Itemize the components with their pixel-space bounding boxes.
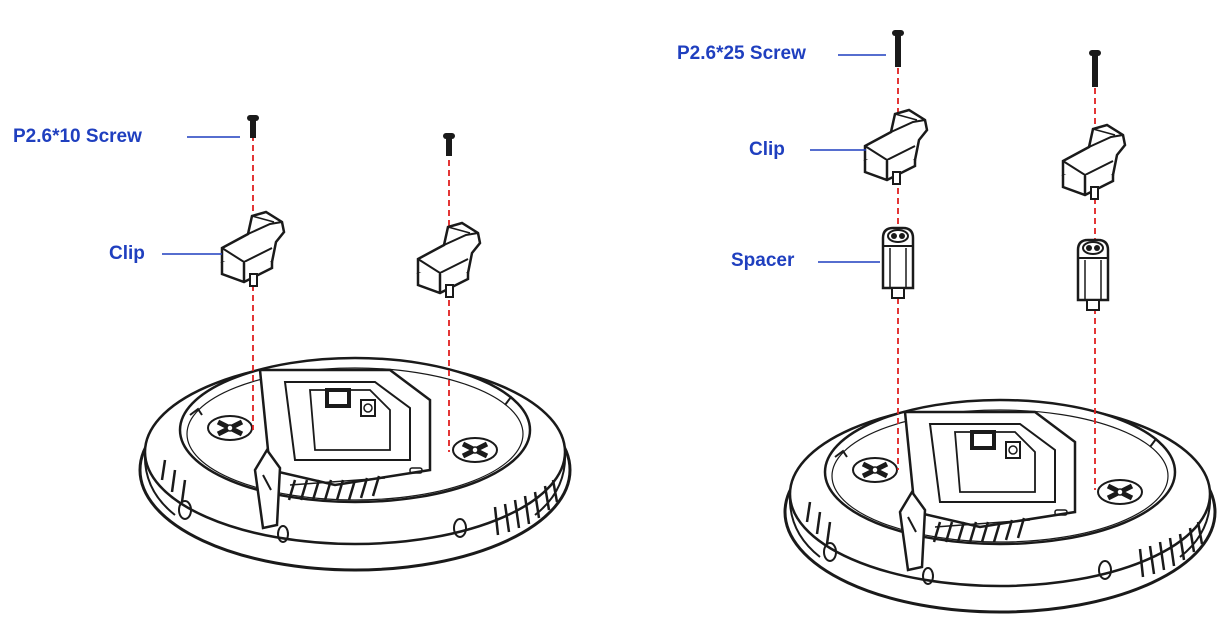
right-screw-label: P2.6*25 Screw (677, 43, 806, 65)
access-point-icon (785, 400, 1215, 612)
right-assembly (785, 30, 1215, 612)
right-clip-label: Clip (749, 139, 785, 161)
spacer-icon (1078, 240, 1108, 310)
leader-lines (162, 137, 240, 254)
spacer-icon (883, 228, 913, 298)
clip-icon (865, 110, 927, 184)
left-clip-label: Clip (109, 243, 145, 265)
right-spacer-label: Spacer (731, 250, 794, 272)
left-assembly (140, 115, 570, 570)
screw-icon (892, 30, 904, 67)
access-point-icon (140, 358, 570, 570)
clip-icon (418, 223, 480, 297)
screw-icon (1089, 50, 1101, 87)
clip-icon (1063, 125, 1125, 199)
screw-icon (443, 133, 455, 156)
clip-icon (222, 212, 284, 286)
screw-icon (247, 115, 259, 138)
left-screw-label: P2.6*10 Screw (13, 126, 142, 148)
